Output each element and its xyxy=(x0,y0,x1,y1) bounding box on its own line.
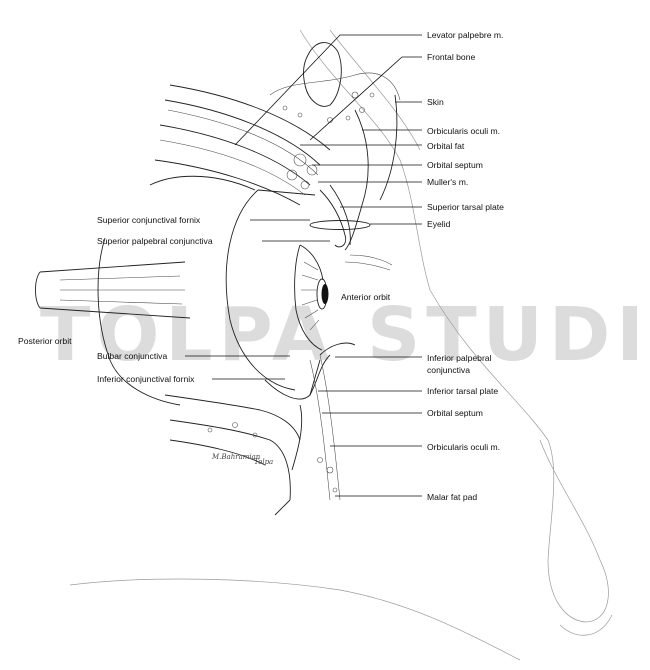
leader-levator xyxy=(234,34,422,146)
label-orbital-fat: Orbital fat xyxy=(427,141,465,151)
lower-eyelid xyxy=(264,342,356,471)
label-posterior-orbit: Posterior orbit xyxy=(18,336,72,346)
label-frontal-bone: Frontal bone xyxy=(427,52,475,62)
leader-frontal-bone xyxy=(309,56,422,141)
optic-nerve xyxy=(35,175,256,406)
face-profile-outline xyxy=(69,29,613,661)
label-bulbar: Bulbar conjunctiva xyxy=(97,351,167,361)
label-inferior-fornix: Inferior conjunctival fornix xyxy=(97,374,195,384)
eye-globe xyxy=(225,189,329,391)
label-superior-tarsal: Superior tarsal plate xyxy=(427,202,504,212)
label-levator: Levator palpebre m. xyxy=(427,30,503,40)
label-superior-fornix: Superior conjunctival fornix xyxy=(97,215,201,225)
label-anterior-orbit: Anterior orbit xyxy=(341,292,391,302)
label-inferior-palp-2: conjunctiva xyxy=(427,365,470,375)
upper-muscle-bands xyxy=(154,84,331,206)
label-eyelid: Eyelid xyxy=(427,219,451,229)
lower-orbit xyxy=(164,354,341,516)
label-inferior-palp-1: Inferior palpebral xyxy=(427,353,492,363)
label-inferior-tarsal: Inferior tarsal plate xyxy=(427,386,498,396)
signature-right: Tolpa xyxy=(254,458,273,466)
signature-left: M.Bahramian xyxy=(211,453,261,461)
label-orbital-septum-lower: Orbital septum xyxy=(427,408,483,418)
watermark: TOLPA STUDIOS xyxy=(40,292,650,378)
label-muller: Muller's m. xyxy=(427,177,468,187)
labels: Levator palpebre m. Frontal bone Skin Or… xyxy=(18,30,504,502)
label-orbicularis-lower: Orbicularis oculi m. xyxy=(427,442,500,452)
label-orbicularis-upper: Orbicularis oculi m. xyxy=(427,126,500,136)
leader-lines xyxy=(185,34,422,497)
label-superior-palp: Superior palpebral conjunctiva xyxy=(97,236,213,246)
label-orbital-septum-upper: Orbital septum xyxy=(427,160,483,170)
label-skin: Skin xyxy=(427,97,444,107)
frontal-bone xyxy=(269,42,401,123)
orbital-fat xyxy=(286,94,398,251)
upper-eyelid xyxy=(309,184,393,271)
label-malar: Malar fat pad xyxy=(427,492,477,502)
